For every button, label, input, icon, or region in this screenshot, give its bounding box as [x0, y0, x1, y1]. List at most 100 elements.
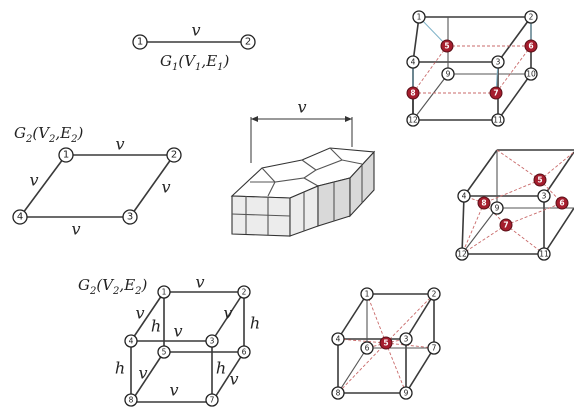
tile-seam-5: [250, 181, 276, 197]
g2b-node-1: [157, 285, 171, 299]
g2a-node-2-label: 2: [171, 150, 177, 161]
dim-arrow-right: [345, 116, 352, 122]
ct-node-3: [491, 55, 505, 69]
cb-red-6: [385, 342, 407, 394]
ct-node-9-label: 9: [446, 70, 451, 79]
g2b-e-1-4: [130, 291, 165, 342]
ct-node-7: [489, 86, 503, 100]
ct-red-5-8: [412, 45, 448, 94]
ct-node-6: [524, 39, 538, 53]
g2a-edge-4-3-label: v: [71, 220, 80, 239]
ct-node-9: [441, 67, 455, 81]
g2b-node-2: [237, 285, 251, 299]
ct-node-2: [524, 10, 538, 24]
cm-node-8: [477, 196, 491, 210]
ct-node-1: [412, 10, 426, 24]
g2b-label-h1: h: [151, 317, 161, 336]
g2b-e-6-7: [211, 351, 245, 403]
g2b-label-v-r1: v: [223, 304, 232, 323]
cb-node-1: [360, 287, 374, 301]
g1-title: G1(V1,E1): [160, 52, 230, 73]
cm-node-7: [499, 218, 513, 232]
cm-red-a: [496, 149, 541, 181]
g1-node-2-label: 2: [245, 37, 251, 48]
tile-seam-4: [341, 159, 363, 165]
ct-top-face: [412, 16, 533, 63]
g2a-node-1-label: 1: [63, 150, 69, 161]
cm-top-right: [543, 151, 574, 197]
g2b-node-1-label: 1: [162, 288, 167, 297]
tile-front-midline: [231, 213, 291, 217]
cb-node-5: [379, 336, 393, 350]
ct-node-6-label: 6: [528, 42, 533, 51]
g2b-node-4: [124, 334, 138, 348]
g2b-node-5: [157, 345, 171, 359]
ct-node-5-label: 5: [444, 42, 449, 51]
cb-node-5-label: 5: [383, 339, 388, 348]
cb-node-4-label: 4: [336, 335, 341, 344]
cb-node-4: [331, 332, 345, 346]
cb-red-7: [385, 342, 435, 349]
cb-node-3-label: 3: [404, 335, 409, 344]
g2b-node-8: [124, 393, 138, 407]
cb-node-6: [360, 341, 374, 355]
ct-node-8: [406, 86, 420, 100]
ct-node-10-label: 10: [526, 70, 536, 79]
g2b-e-5-8: [130, 351, 165, 403]
g2a-node-3: [122, 209, 138, 225]
ct-node-3-label: 3: [496, 58, 501, 67]
g2a-node-3-label: 3: [127, 212, 133, 223]
cb-top-left: [337, 293, 368, 340]
g2b-label-v-top: v: [195, 273, 204, 292]
cm-node-11-label: 11: [539, 250, 549, 259]
g2a-edge-1-4: [19, 154, 67, 218]
g2b-e-2-3: [211, 291, 245, 342]
cb-node-9-label: 9: [404, 389, 409, 398]
cm-node-12-label: 12: [457, 250, 467, 259]
cm-node-9-label: 9: [495, 204, 500, 213]
dim-label: v: [297, 98, 306, 117]
cm-node-5: [533, 173, 547, 187]
g2b-label-v-bottom: v: [169, 381, 178, 400]
g2b-label-h4: h: [216, 359, 226, 378]
cb-bottom-right: [405, 347, 435, 394]
g2a-node-4-label: 4: [17, 212, 23, 223]
cm-red-i: [461, 224, 507, 255]
g2a-node-4: [12, 209, 28, 225]
g2b-node-7-label: 7: [210, 396, 215, 405]
cb-node-8-label: 8: [336, 389, 341, 398]
ct-node-5: [440, 39, 454, 53]
cm-red-f: [505, 202, 563, 226]
g2a-edge-1-4-label: v: [29, 171, 38, 190]
cb-node-9: [399, 386, 413, 400]
ct-node-12: [406, 113, 420, 127]
g2b-node-2-label: 2: [242, 288, 247, 297]
cb-red-1: [366, 293, 387, 344]
ct-mid-diag: [412, 73, 449, 121]
cb-node-1-label: 1: [365, 290, 370, 299]
ct-node-4-label: 4: [411, 58, 416, 67]
cm-node-9: [490, 201, 504, 215]
cm-node-3-label: 3: [542, 192, 547, 201]
cb-node-7-label: 7: [432, 344, 437, 353]
cb-top-right: [405, 293, 435, 340]
cm-node-12: [455, 247, 469, 261]
cb-node-7: [427, 341, 441, 355]
g2a-node-2: [166, 147, 182, 163]
g1-node-1-label: 1: [137, 37, 143, 48]
cube-middle-right: 4 9 3 12 11 5 8 6 7: [455, 149, 574, 261]
ct-node-10: [524, 67, 538, 81]
cb-mid-left: [337, 347, 368, 394]
g2b-label-h3: h: [115, 359, 125, 378]
g2a-title: G2(V2,E2): [14, 124, 84, 145]
cb-node-2-label: 2: [432, 290, 437, 299]
ct-node-1-label: 1: [417, 13, 422, 22]
graph-g1: 1 2 v G1(V1,E1): [132, 21, 256, 73]
cb-red-3: [337, 338, 387, 344]
ct-node-7-label: 7: [493, 89, 498, 98]
g2b-title: G2(V2,E2): [78, 276, 148, 297]
dim-arrow-left: [251, 116, 258, 122]
ct-node-11: [491, 113, 505, 127]
ct-node-12-label: 12: [408, 116, 418, 125]
